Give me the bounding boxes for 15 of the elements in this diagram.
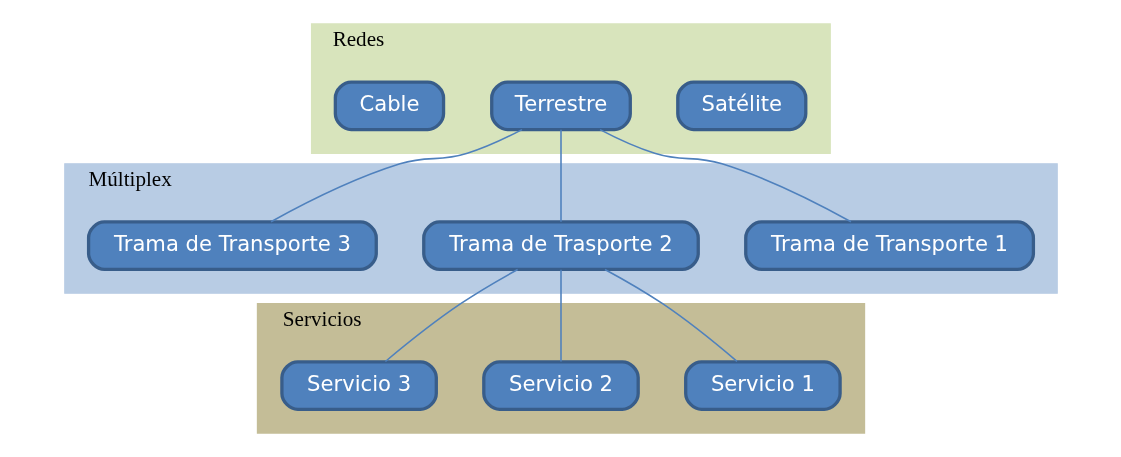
node-box: Trama de Transporte 1: [743, 220, 1035, 272]
node-box: Cable: [333, 80, 445, 132]
connector: [559, 128, 562, 223]
connector: [559, 268, 562, 363]
node-box: Servicio 1: [683, 360, 842, 411]
node-box: Terrestre: [489, 80, 632, 132]
node-box: Trama de Transporte 3: [86, 220, 378, 272]
connector: [269, 128, 523, 223]
connector: [384, 268, 518, 363]
connector: [603, 268, 738, 363]
node-box: Satélite: [675, 80, 807, 132]
node-box: Servicio 3: [279, 360, 438, 411]
node-box: Servicio 2: [481, 360, 640, 411]
connector: [598, 128, 852, 223]
node-box: Trama de Trasporte 2: [421, 220, 700, 272]
